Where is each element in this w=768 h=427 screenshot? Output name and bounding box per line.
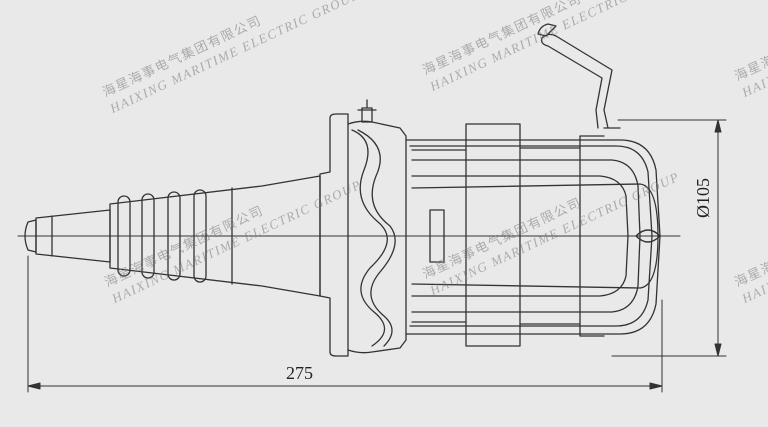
lamp-holder <box>319 99 407 357</box>
dimension-length <box>27 255 663 393</box>
hanging-hook <box>537 23 621 129</box>
dimension-diameter <box>611 119 727 357</box>
diameter-label: Ø105 <box>693 178 713 218</box>
overall-length-label: 275 <box>286 363 313 383</box>
wire-cage <box>411 123 661 347</box>
